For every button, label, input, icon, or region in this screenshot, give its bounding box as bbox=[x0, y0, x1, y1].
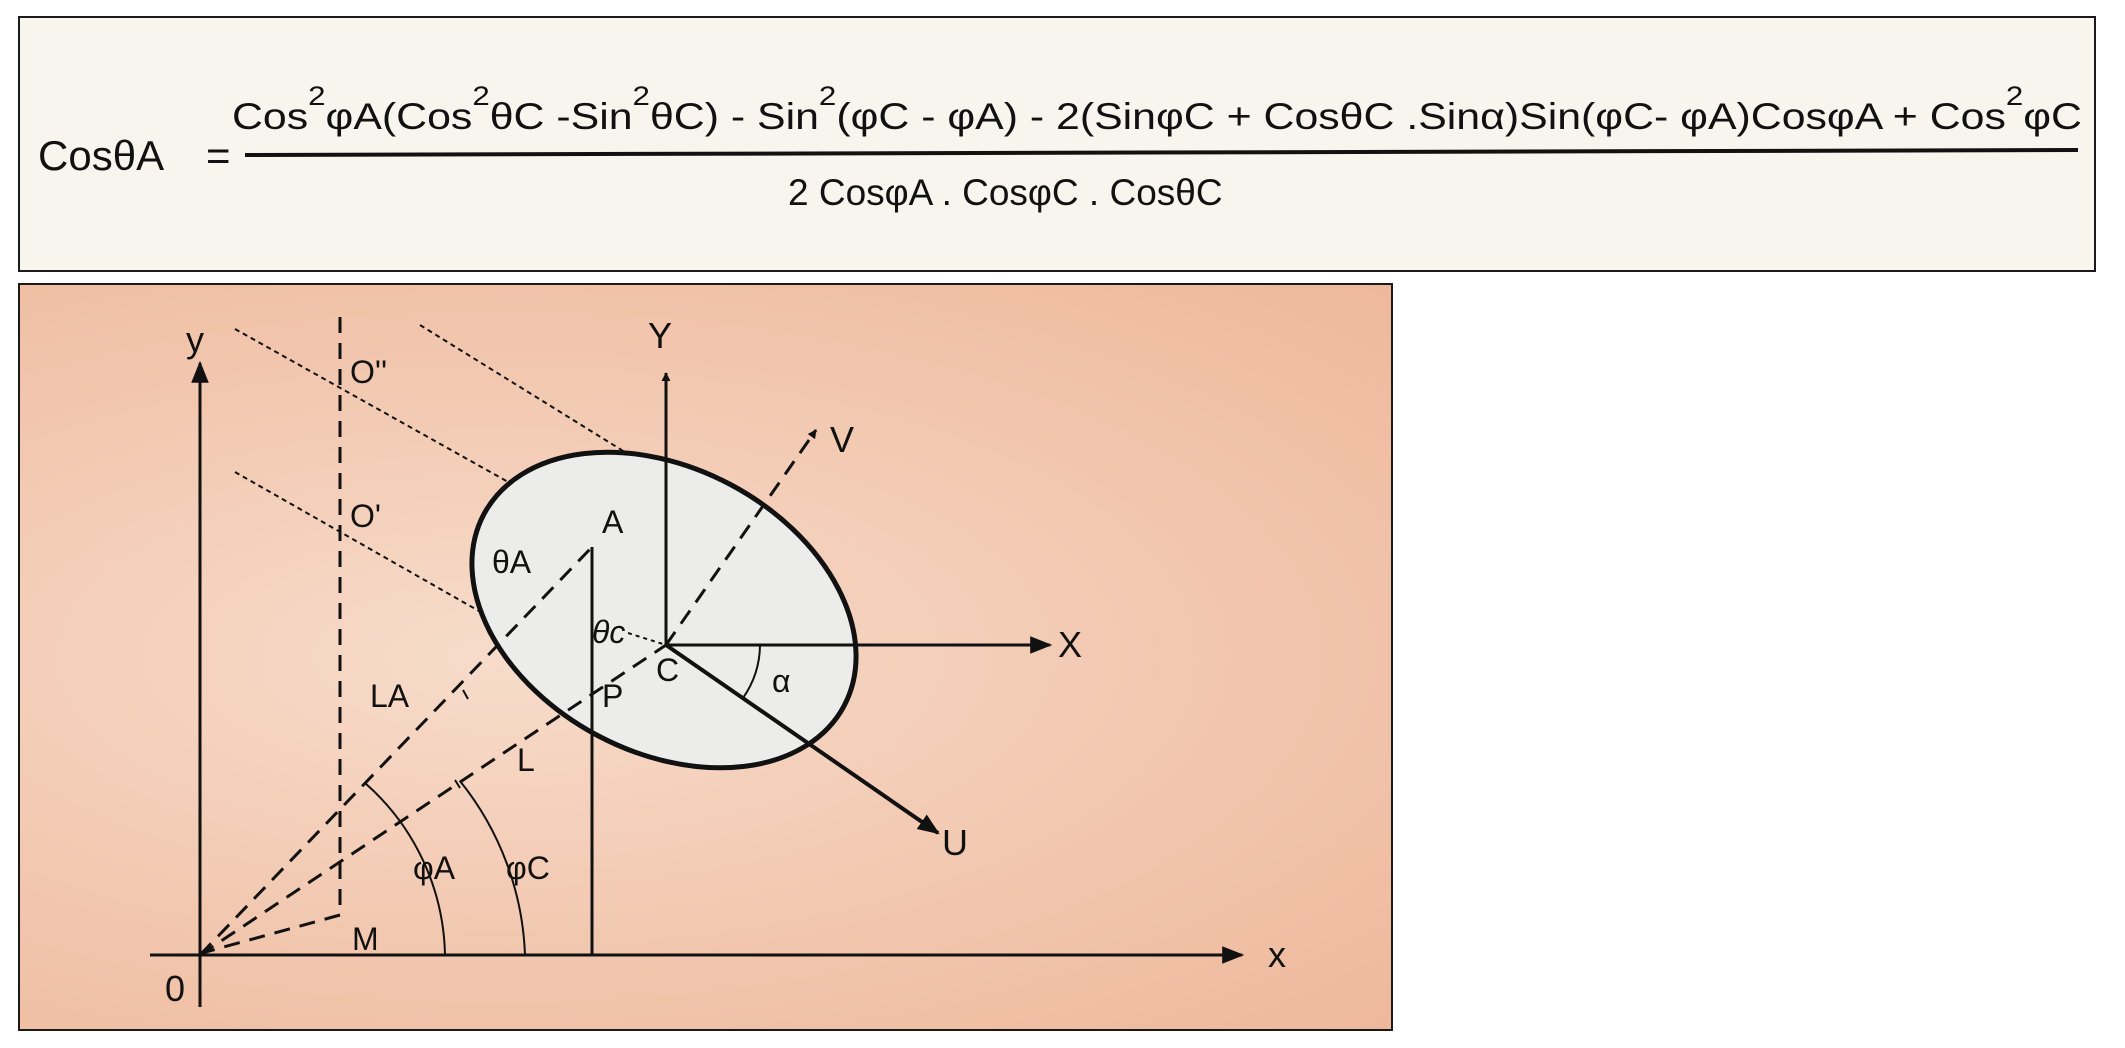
ellipse bbox=[469, 449, 859, 771]
label-Y-big: Y bbox=[648, 315, 672, 356]
label-V: V bbox=[830, 419, 854, 460]
label-O-double: O'' bbox=[350, 354, 387, 390]
v-axis bbox=[664, 429, 818, 646]
label-x-small: x bbox=[1268, 934, 1286, 975]
label-phi-A: φA bbox=[413, 850, 456, 886]
label-theta-A: θA bbox=[492, 544, 532, 580]
geometry-diagram: y x 0 Y X V U O'' O' A C P M θA θc α LA … bbox=[18, 283, 1393, 1031]
label-LA: LA bbox=[370, 678, 410, 714]
label-P: P bbox=[602, 678, 623, 714]
tick-la bbox=[462, 689, 469, 700]
dashed-m-to-origin bbox=[201, 913, 341, 955]
tick-l bbox=[454, 779, 461, 789]
diagram-svg: y x 0 Y X V U O'' O' A C P M θA θc α LA … bbox=[150, 315, 1286, 1009]
arc-phi-a bbox=[364, 782, 446, 956]
label-alpha: α bbox=[772, 663, 791, 699]
label-M: M bbox=[352, 921, 379, 957]
label-C: C bbox=[656, 652, 679, 688]
label-y-small: y bbox=[186, 319, 204, 360]
label-L: L bbox=[517, 742, 535, 778]
formula-denominator: 2 CosφA . CosφC . CosθC bbox=[788, 172, 1223, 213]
arc-phi-c bbox=[459, 780, 526, 956]
label-O-prime: O' bbox=[350, 498, 381, 534]
formula-equals: = bbox=[206, 132, 231, 179]
label-origin: 0 bbox=[165, 968, 185, 1009]
label-phi-C: φC bbox=[506, 850, 550, 886]
label-U: U bbox=[942, 822, 968, 863]
dashed-theta-c bbox=[627, 632, 667, 646]
label-X-big: X bbox=[1058, 624, 1082, 665]
arc-alpha bbox=[742, 644, 761, 699]
u-axis bbox=[664, 643, 940, 835]
label-A: A bbox=[602, 504, 624, 540]
label-theta-c: θc bbox=[592, 614, 625, 650]
dashed-line-la bbox=[198, 545, 594, 957]
formula-lhs: CosθA bbox=[38, 132, 164, 179]
fraction-bar bbox=[244, 148, 2079, 157]
dashed-line-l bbox=[199, 643, 667, 957]
